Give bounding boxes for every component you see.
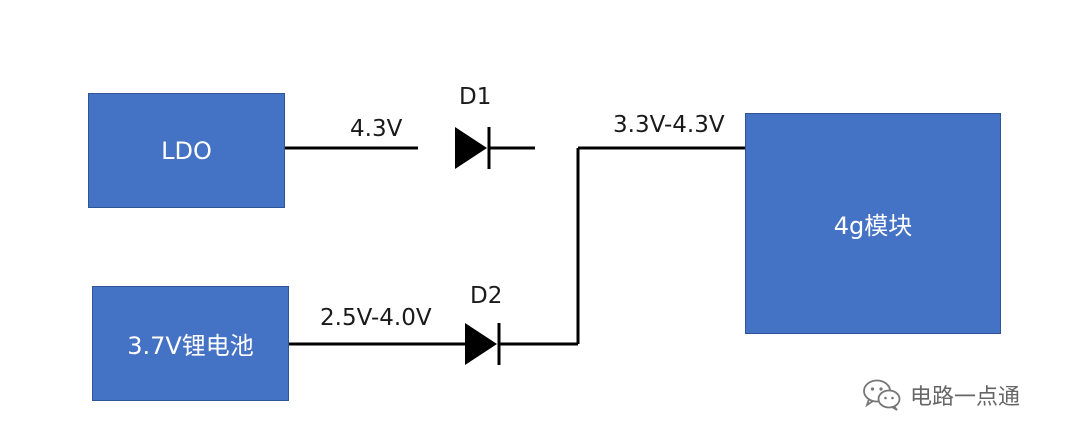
module-label: 4g模块: [833, 212, 913, 240]
diode-d2-symbol: [465, 323, 501, 365]
wechat-icon: [863, 379, 901, 411]
ldo-voltage-label: 4.3V: [350, 116, 403, 142]
battery-voltage-label: 2.5V-4.0V: [320, 305, 432, 331]
ldo-label: LDO: [161, 136, 212, 165]
diode-d2-label: D2: [470, 283, 503, 309]
diode-d1-label: D1: [459, 84, 492, 110]
watermark: 电路一点通: [862, 378, 1020, 412]
diode-d1-symbol: [455, 127, 491, 169]
battery-label: 3.7V锂电池: [127, 332, 254, 360]
ldo-block: LDO: [88, 93, 285, 208]
battery-block: 3.7V锂电池: [92, 286, 289, 401]
output-voltage-label: 3.3V-4.3V: [613, 112, 725, 138]
watermark-text: 电路一点通: [910, 385, 1021, 410]
4g-module-block: 4g模块: [745, 113, 1001, 334]
